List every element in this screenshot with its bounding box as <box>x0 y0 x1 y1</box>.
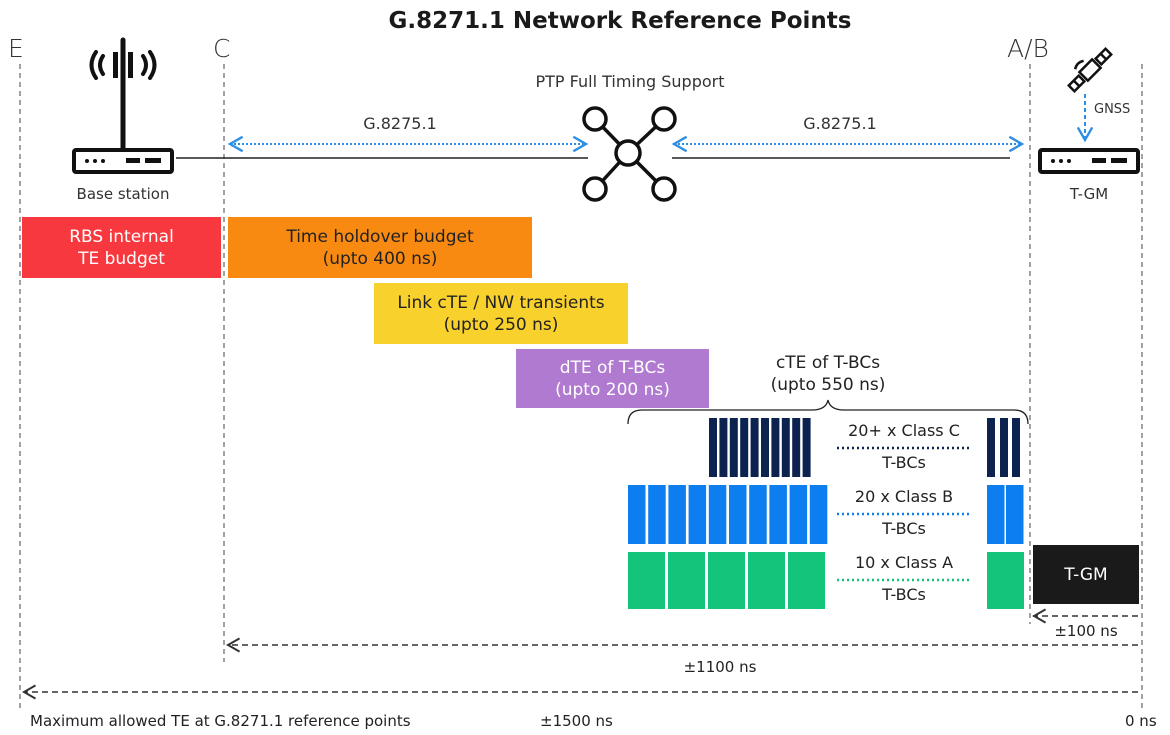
class-c-block <box>802 418 811 477</box>
class-c-block <box>771 418 780 477</box>
class-c-block <box>1000 418 1008 477</box>
tgm-device-label: T-GM <box>1069 185 1109 203</box>
measure-1500ns: ±1500 ns <box>540 712 613 730</box>
rbs-budget-box <box>22 217 221 278</box>
diagram-title: G.8271.1 Network Reference Points <box>388 8 852 34</box>
class-b-block <box>987 485 1005 544</box>
class-b-block <box>1006 485 1024 544</box>
class-c-block <box>987 418 995 477</box>
base-station-label: Base station <box>76 185 170 203</box>
class-b-block <box>769 485 787 544</box>
link-cte-label: Link cTE / NW transients (upto 250 ns) <box>397 292 605 335</box>
class-a-blocks <box>628 552 1024 609</box>
network-node-icon <box>582 106 677 202</box>
class-b-block <box>809 485 828 544</box>
cte-brace <box>627 399 1029 425</box>
rbs-budget-label: RBS internal TE budget <box>69 226 174 269</box>
class-c-bottom-label: T-BCs <box>882 453 926 472</box>
class-b-block <box>688 485 707 544</box>
holdover-budget-label: Time holdover budget (upto 400 ns) <box>286 226 474 269</box>
tgm-box-label: T-GM <box>1064 564 1108 585</box>
ref-point-c: C <box>213 34 231 63</box>
class-a-bottom-label: T-BCs <box>882 585 926 604</box>
gnss-label: GNSS <box>1094 102 1131 117</box>
class-b-block <box>749 485 767 544</box>
class-c-block <box>740 418 749 477</box>
holdover-budget-box <box>228 217 532 278</box>
class-b-block <box>729 485 747 544</box>
link-cte-box <box>374 283 628 344</box>
class-a-top-label: 10 x Class A <box>854 553 954 572</box>
class-c-block <box>781 418 790 477</box>
satellite-icon <box>1067 47 1113 93</box>
class-a-block <box>987 552 1024 609</box>
g8275-right-label: G.8275.1 <box>803 114 877 133</box>
class-b-block <box>668 485 686 544</box>
class-a-block <box>668 552 705 609</box>
ref-point-e: E <box>8 34 24 63</box>
tgm-device-icon <box>1038 148 1140 174</box>
antenna-icon <box>89 37 157 153</box>
base-station-device-icon <box>72 148 174 174</box>
dte-label: dTE of T-BCs (upto 200 ns) <box>555 357 670 400</box>
class-b-block <box>708 485 727 544</box>
measure-zero: 0 ns <box>1125 712 1157 730</box>
ptp-label: PTP Full Timing Support <box>535 72 725 91</box>
class-c-block <box>792 418 801 477</box>
footer-caption: Maximum allowed TE at G.8271.1 reference… <box>30 712 411 730</box>
class-c-block <box>729 418 738 477</box>
class-b-bottom-label: T-BCs <box>882 519 926 538</box>
class-c-block <box>761 418 769 477</box>
class-c-block <box>1012 418 1020 477</box>
class-c-block <box>709 418 717 477</box>
class-c-blocks <box>709 418 1020 477</box>
class-b-top-label: 20 x Class B <box>854 487 954 506</box>
class-c-block <box>750 418 759 477</box>
class-a-block <box>628 552 665 609</box>
class-a-block <box>788 552 825 609</box>
dte-box <box>516 349 709 408</box>
ref-point-ab: A/B <box>1007 34 1049 63</box>
g8275-left-label: G.8275.1 <box>363 114 437 133</box>
class-b-blocks <box>628 485 1024 544</box>
class-a-block <box>708 552 745 609</box>
cte-label: cTE of T-BCs (upto 550 ns) <box>728 350 928 398</box>
class-b-block <box>648 485 666 544</box>
class-c-top-label: 20+ x Class C <box>848 421 960 440</box>
tgm-box <box>1033 545 1139 604</box>
class-b-block <box>628 485 646 544</box>
measure-100ns: ±100 ns <box>1054 622 1118 640</box>
class-c-block <box>719 418 728 477</box>
class-b-block <box>789 485 808 544</box>
measure-1100ns: ±1100 ns <box>683 658 757 676</box>
class-a-block <box>748 552 785 609</box>
